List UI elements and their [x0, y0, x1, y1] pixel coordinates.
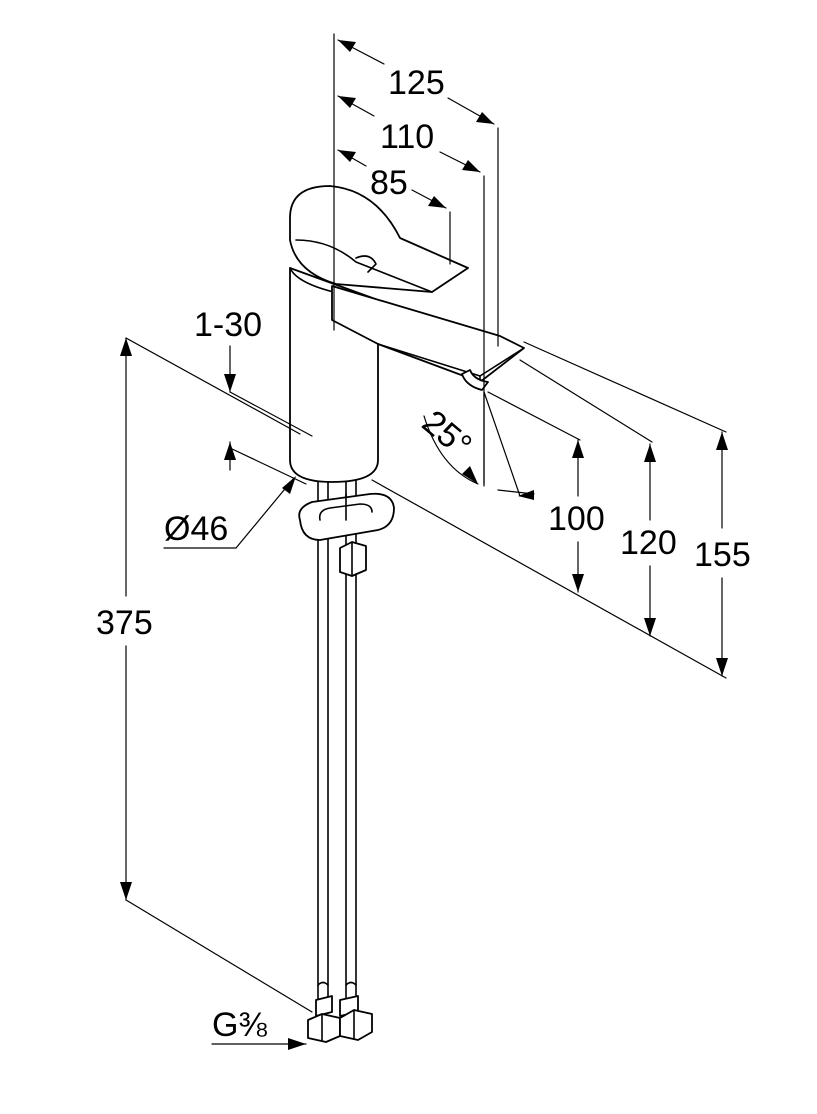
dim-125: 125 [388, 64, 445, 102]
dim-thread-g3-8: G⅜ [212, 1006, 267, 1044]
dimension-labels: 125 110 85 1-30 25° Ø46 100 120 155 375 … [96, 64, 751, 1044]
dim-120: 120 [620, 524, 677, 562]
dim-diameter-46: Ø46 [164, 510, 228, 548]
dim-110: 110 [380, 118, 434, 156]
hex-nut [339, 541, 367, 577]
dim-375: 375 [96, 604, 153, 642]
dim-85: 85 [370, 164, 408, 202]
spout [331, 285, 525, 391]
faucet-body [289, 185, 525, 1043]
dim-1-30: 1-30 [194, 306, 262, 344]
dim-155: 155 [694, 536, 751, 574]
dim-100: 100 [548, 500, 605, 538]
dim-25-degrees: 25° [415, 403, 479, 465]
mounting-plate [298, 492, 395, 541]
bottom-connectors [307, 995, 373, 1043]
dimension-lines [120, 39, 728, 1050]
